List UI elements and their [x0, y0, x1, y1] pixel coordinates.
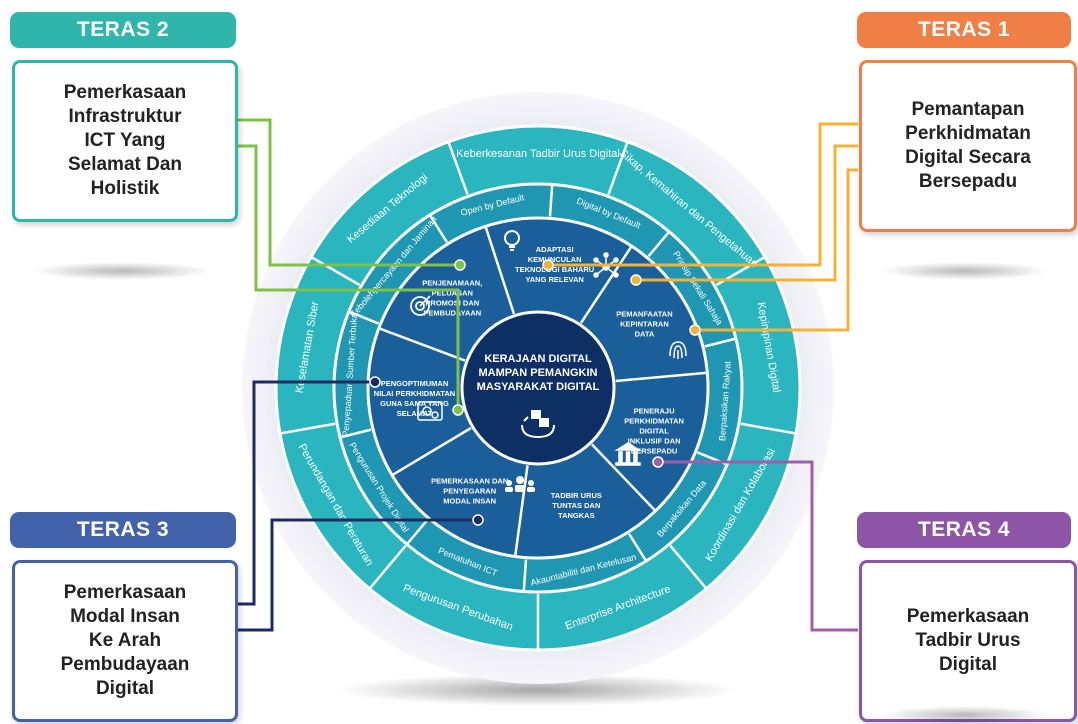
center-line-1: KERAJAAN DIGITAL: [484, 353, 592, 365]
center-line-2: MAMPAN PEMANGKIN: [479, 367, 598, 379]
inner-segment-line: PEMERKASAAN DAN: [431, 476, 508, 485]
inner-segment-line: PELUASAN: [432, 288, 473, 297]
teras3-header: TERAS 3: [10, 512, 236, 548]
inner-segment-line: KEMUNCULAN: [528, 255, 582, 264]
teras1-box: Pemantapan Perkhidmatan Digital Secara B…: [859, 60, 1077, 232]
inner-segment-line: NILAI PERKHIDMATAN: [374, 389, 455, 398]
inner-segment-line: PENGOPTIMUMAN: [381, 379, 449, 388]
teras1-shadow: [880, 262, 1050, 280]
inner-segment-line: PENERAJU: [634, 407, 675, 416]
outer-ring-divider: [740, 422, 797, 435]
teras2-box: Pemerkasaan Infrastruktur ICT Yang Selam…: [12, 60, 238, 222]
middle-ring-divider: [628, 533, 648, 562]
inner-ring-divider: [513, 465, 529, 557]
inner-segment-line: PROMOSI DAN: [425, 298, 479, 307]
inner-segment-line: TANGKAS: [558, 511, 595, 520]
inner-segment-line: YANG RELEVAN: [525, 275, 583, 284]
inner-segment-line: BERSEPADU: [631, 447, 678, 456]
fingerprint-icon: [669, 341, 687, 359]
center-hub: [460, 310, 616, 466]
inner-segment-line: MODAL INSAN: [443, 496, 496, 505]
government-building-icon: [614, 442, 642, 466]
teras4-box: Pemerkasaan Tadbir Urus Digital: [859, 560, 1077, 722]
wheel-ground-shadow: [338, 674, 738, 706]
inner-segment-line: DATA: [635, 329, 655, 338]
inner-segment-line: TUNTAS DAN: [552, 501, 600, 510]
inner-ring-divider: [484, 225, 516, 315]
teras2-header: TERAS 2: [10, 12, 236, 48]
inner-ring-divider: [391, 426, 472, 477]
inner-ring-divider: [615, 371, 708, 383]
inner-segment-line: PERKHIDMATAN: [624, 417, 684, 426]
inner-segment-line: TADBIR URUS: [551, 491, 602, 500]
teras2-shadow: [32, 262, 212, 280]
inner-segment-line: GUNA SAMA YANG: [380, 399, 449, 408]
inner-segment-line: ADAPTASI: [536, 245, 574, 254]
team-icon: [505, 476, 535, 492]
teras3-box: Pemerkasaan Modal Insan Ke Arah Pembuday…: [12, 560, 238, 722]
teras1-header: TERAS 1: [857, 12, 1071, 48]
inner-segment-line: PEMBUDAYAAN: [423, 308, 481, 317]
center-line-3: MASYARAKAT DIGITAL: [477, 381, 600, 393]
inner-segment-line: PEMANFAATAN: [616, 309, 672, 318]
inner-segment-line: INKLUSIF DAN: [628, 437, 681, 446]
inner-segment-line: SELAMAT: [397, 409, 433, 418]
middle-ring-divider: [704, 337, 737, 348]
inner-segment-line: KEPINTARAN: [620, 319, 669, 328]
inner-ring-divider: [590, 443, 657, 512]
lightbulb-icon: [504, 230, 520, 251]
inner-segment-line: PENJENAMAAN,: [422, 278, 482, 287]
teras4-header: TERAS 4: [857, 512, 1071, 548]
inner-segment-line: TEKNOLOGI BAHARU: [515, 265, 594, 274]
teras4-shadow: [880, 706, 1050, 724]
inner-segment-line: PENYEGARAN: [443, 486, 496, 495]
outer-ring-label: Keberkesanan Tadbir Urus Digital: [456, 148, 620, 160]
middle-ring-divider: [522, 559, 528, 592]
hands-exchange-icon: [521, 410, 555, 439]
inner-segment-line: DIGITAL: [639, 427, 669, 436]
